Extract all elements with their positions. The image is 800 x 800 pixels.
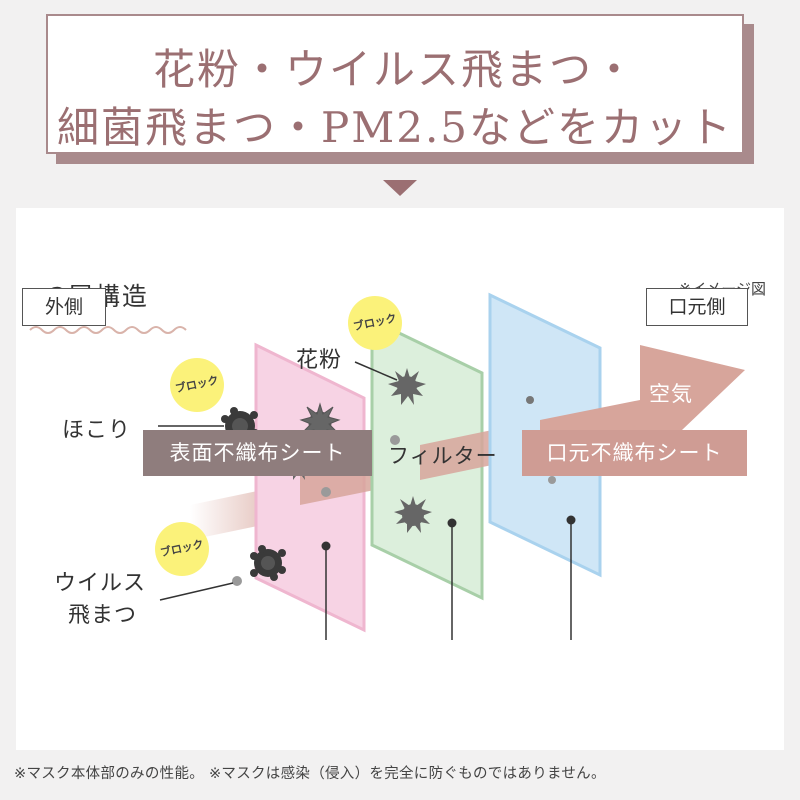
virus-particle (250, 545, 286, 581)
virus-label-line-1: ウイルス (54, 571, 147, 596)
pollen-label: 花粉 (296, 348, 343, 373)
droplet-particle (390, 435, 400, 445)
filter-layer-label: フィルター (388, 444, 498, 468)
virus-leader-line (159, 582, 234, 601)
dust-label: ほこり (62, 418, 132, 443)
down-arrow-icon (383, 180, 417, 196)
droplet-particle (232, 576, 242, 586)
virus-label-line-2: 飛まつ (68, 603, 138, 628)
pollen-leader-line (354, 361, 398, 381)
block-badge: ブロック (155, 522, 209, 576)
mouth-layer-tag: 口元不織布シート (522, 430, 747, 476)
block-badge: ブロック (348, 296, 402, 350)
droplet-particle (548, 476, 556, 484)
air-label: 空気 (649, 382, 693, 406)
droplet-particle (321, 487, 331, 497)
mouth-leader-dot (566, 515, 576, 525)
droplet-particle (526, 396, 534, 404)
mouth-side-label: 口元側 (646, 288, 748, 326)
title-line-2: 細菌飛まつ・PM2.5などをカット (56, 103, 734, 152)
title-card: 花粉・ウイルス飛まつ・ 細菌飛まつ・PM2.5などをカット (46, 14, 744, 154)
pollen-particle (388, 368, 426, 405)
pollen-particle (394, 496, 432, 533)
surface-leader-dot (321, 541, 331, 551)
block-badge: ブロック (170, 358, 224, 412)
filter-leader-dot (447, 518, 457, 528)
wavy-underline (29, 326, 187, 334)
title-line-1: 花粉・ウイルス飛まつ・ (152, 45, 637, 94)
pollen-particle (299, 402, 341, 443)
surface-layer-tag: 表面不織布シート (143, 430, 372, 476)
disclaimer-footnote: ※マスク本体部のみの性能。 ※マスクは感染（侵入）を完全に防ぐものではありません… (14, 766, 606, 782)
outside-side-label: 外側 (22, 288, 106, 326)
